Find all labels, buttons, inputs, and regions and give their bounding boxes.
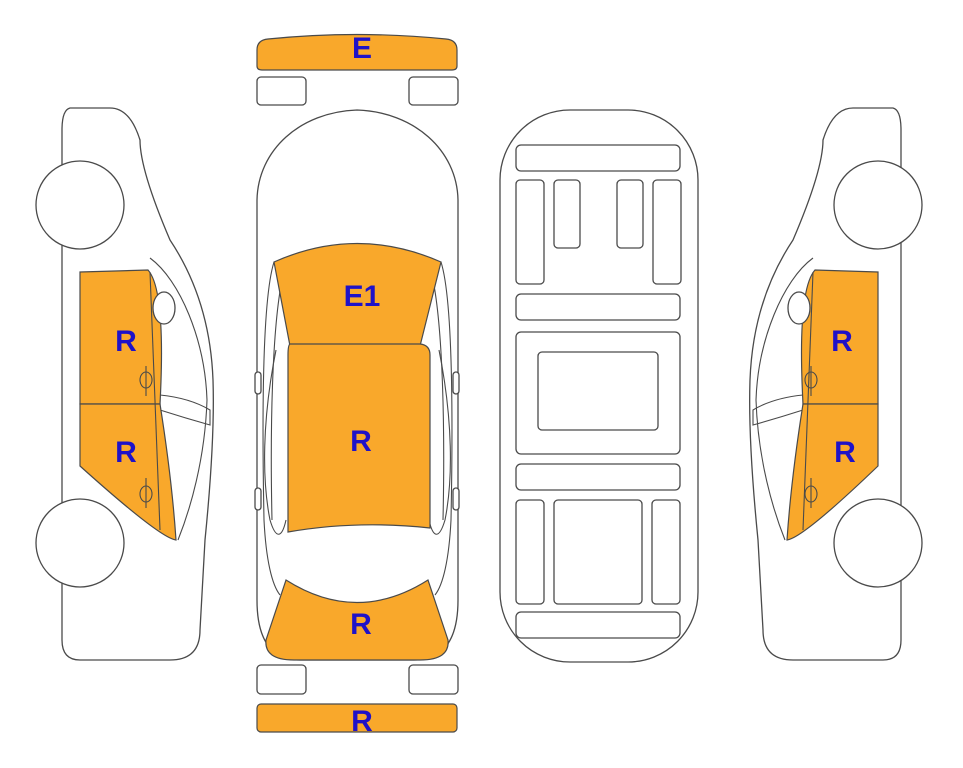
underbody-front-right-rail: [652, 179, 682, 285]
underbody-floor-pan: [537, 351, 659, 431]
left-side-view: [35, 107, 214, 661]
left-door-curve: [264, 349, 287, 535]
right-side-glass-line: [755, 257, 814, 541]
right-rear-wheel: [833, 498, 923, 588]
roof-label: R: [350, 425, 372, 458]
top-view: [254, 33, 460, 733]
left-rear-door-handle: [139, 478, 153, 508]
left-side-mirror: [152, 291, 176, 325]
rear-bumper-label: R: [351, 705, 373, 738]
front-bumper-label: E: [352, 32, 372, 65]
left-rear-door-label: R: [115, 436, 137, 469]
underbody-view: [499, 109, 699, 663]
underbody-front-right-block: [616, 179, 644, 249]
right-rear-handle: [452, 487, 460, 511]
right-door-curve: [428, 349, 451, 535]
right-door-rear-edge: [802, 271, 814, 531]
left-side-glass-line: [149, 257, 208, 541]
trunk-lid-panel[interactable]: [265, 579, 449, 661]
damage-labels: E E1 R R R R R R R: [115, 32, 856, 738]
underbody-rear-center: [553, 499, 643, 605]
right-front-wheel: [833, 160, 923, 250]
right-pillar-line: [434, 261, 453, 596]
left-rear-wheel: [35, 498, 125, 588]
trunk-lid-label: R: [350, 608, 372, 641]
rear-bumper-panel[interactable]: [256, 703, 458, 733]
left-rear-door-panel[interactable]: [79, 403, 177, 541]
left-pillar-line: [262, 261, 281, 596]
left-pillar-line-inner: [270, 279, 283, 521]
underbody-front-left-block: [553, 179, 581, 249]
left-door-rear-edge: [149, 271, 161, 531]
right-side-mirror-line: [752, 394, 804, 426]
underbody-mid-bar: [515, 293, 681, 321]
underbody-rear-bar: [515, 463, 681, 491]
right-mirror: [452, 371, 460, 395]
underbody-rear-left-rail: [515, 499, 545, 605]
right-rear-door-handle: [804, 478, 818, 508]
left-mirror: [254, 371, 262, 395]
roof-panel[interactable]: [287, 343, 431, 533]
underbody-rear-right-rail: [651, 499, 681, 605]
right-side-mirror: [787, 291, 811, 325]
front-bumper-panel[interactable]: [256, 33, 458, 71]
left-front-wheel: [35, 160, 125, 250]
left-side-mirror-line: [159, 394, 211, 426]
rear-right-taillight: [408, 664, 459, 695]
rear-left-taillight: [256, 664, 307, 695]
right-rear-door-label: R: [834, 436, 856, 469]
underbody-rear-end-bar: [515, 611, 681, 639]
left-front-door-label: R: [115, 325, 137, 358]
right-front-door-handle: [804, 366, 818, 396]
left-front-door-handle: [139, 366, 153, 396]
right-side-view: [749, 107, 923, 661]
front-right-headlight: [408, 76, 459, 106]
hood-panel[interactable]: [273, 242, 442, 347]
left-rear-handle: [254, 487, 262, 511]
right-front-door-label: R: [831, 325, 853, 358]
front-left-headlight: [256, 76, 307, 106]
right-pillar-line-inner: [432, 279, 445, 521]
hood-label: E1: [344, 280, 381, 313]
right-rear-door-panel[interactable]: [786, 403, 879, 541]
underbody-front-bar: [515, 144, 681, 172]
underbody-front-left-rail: [515, 179, 545, 285]
